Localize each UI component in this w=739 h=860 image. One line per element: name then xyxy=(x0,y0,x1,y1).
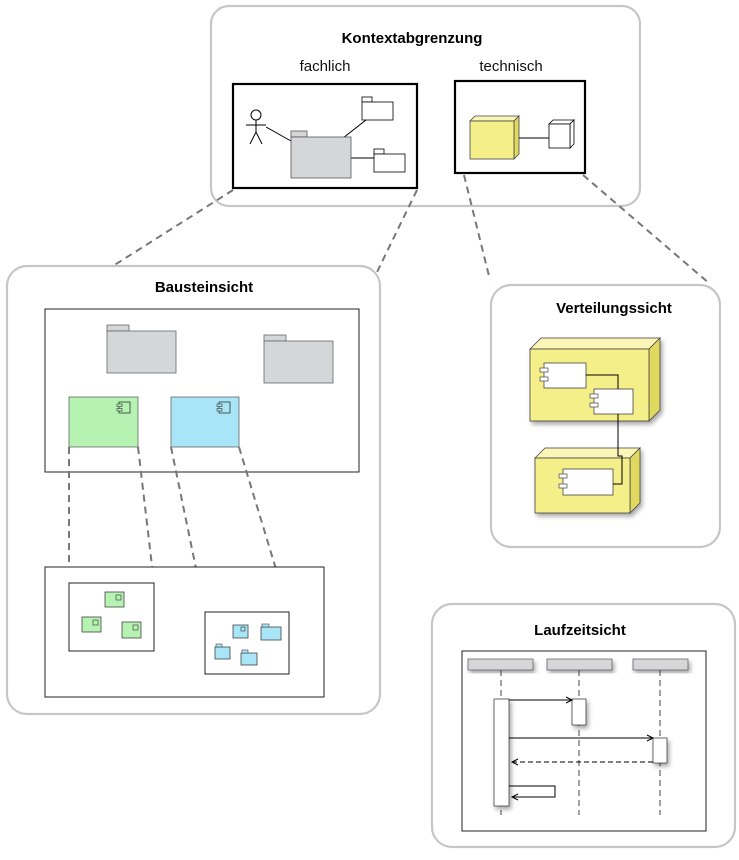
green-component-detail xyxy=(68,582,155,652)
messages xyxy=(509,696,655,801)
green-component-icon-small xyxy=(104,591,125,608)
building-block-panel: Bausteinsicht xyxy=(5,264,382,716)
blue-component-icon xyxy=(170,396,240,448)
system-package-icon xyxy=(290,130,352,179)
deployment-component-c xyxy=(558,468,614,496)
runtime-panel: Laufzeitsicht xyxy=(430,602,737,849)
lifeline-headers xyxy=(467,658,689,671)
neighbor-package-icon-top xyxy=(361,96,394,121)
context-panel: Kontextabgrenzung fachlich technisch xyxy=(209,4,642,208)
actor-icon xyxy=(246,109,266,145)
building-block-level1-box xyxy=(44,308,360,473)
technical-label: technisch xyxy=(479,58,542,75)
green-component-icon-small xyxy=(121,621,142,639)
white-node-icon xyxy=(548,119,575,149)
blue-component-icon-small xyxy=(214,643,231,660)
deployment-node-bottom xyxy=(534,447,641,514)
deployment-title: Verteilungssicht xyxy=(556,300,672,317)
blue-component-icon-small xyxy=(232,624,249,639)
neighbor-package-icon-bottom xyxy=(373,148,406,173)
context-title: Kontextabgrenzung xyxy=(342,30,483,47)
green-component-icon xyxy=(68,396,139,448)
building-block-title: Bausteinsicht xyxy=(155,279,253,296)
deployment-component-b xyxy=(589,388,634,415)
technical-context-box xyxy=(453,79,587,175)
gray-package-icon-left xyxy=(106,324,177,374)
activation-bars xyxy=(493,698,668,807)
blue-component-icon-small xyxy=(260,623,282,641)
functional-context-box xyxy=(231,82,419,190)
yellow-node-icon xyxy=(469,115,520,160)
blue-component-icon-small xyxy=(240,649,258,666)
green-component-icon-small xyxy=(81,616,102,633)
deployment-component-a xyxy=(539,362,587,389)
blue-component-detail xyxy=(204,611,290,675)
deployment-panel: Verteilungssicht xyxy=(489,283,722,549)
runtime-title: Laufzeitsicht xyxy=(534,622,626,639)
functional-label: fachlich xyxy=(300,58,351,75)
gray-package-icon-right xyxy=(263,334,334,384)
